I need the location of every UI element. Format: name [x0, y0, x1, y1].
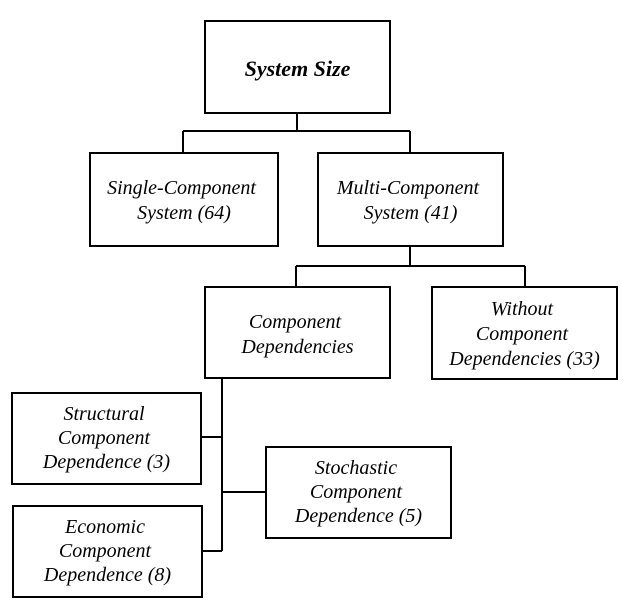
node-single-component-label: Single-Component System (64)	[107, 177, 261, 224]
node-multi-component: Multi-Component System (41)	[317, 152, 504, 247]
connectors	[182, 113, 526, 552]
node-component-dependencies: Component Dependencies	[204, 286, 391, 379]
node-single-component-box	[89, 152, 279, 247]
node-structural-label: Structural Component Dependence (3)	[42, 403, 170, 473]
node-without-dependencies: Without Component Dependencies (33)	[431, 286, 618, 380]
node-without-dependencies-line: Dependencies (33)	[448, 348, 600, 370]
node-economic-label: Economic Component Dependence (8)	[43, 516, 171, 586]
node-without-dependencies-label: Without Component Dependencies (33)	[448, 298, 600, 370]
node-component-dependencies-label: Component Dependencies	[240, 311, 353, 358]
node-root: System Size	[204, 20, 391, 114]
node-structural-line: Component	[58, 427, 151, 449]
node-root-label: System Size	[245, 56, 351, 81]
node-structural: Structural Component Dependence (3)	[11, 392, 202, 485]
node-stochastic-line: Dependence (5)	[294, 505, 422, 527]
node-stochastic-box	[265, 446, 452, 539]
node-root-box	[204, 20, 391, 114]
node-stochastic-line: Stochastic	[315, 457, 397, 479]
node-economic-line: Dependence (8)	[43, 564, 171, 586]
node-single-component: Single-Component System (64)	[89, 152, 279, 247]
node-structural-line: Dependence (3)	[42, 451, 170, 473]
node-economic-box	[12, 505, 203, 598]
node-without-dependencies-line: Component	[476, 323, 569, 345]
node-stochastic: Stochastic Component Dependence (5)	[265, 446, 452, 539]
node-economic: Economic Component Dependence (8)	[12, 505, 203, 598]
node-structural-box	[11, 392, 202, 485]
node-multi-component-line: Multi-Component	[336, 177, 480, 199]
node-economic-line: Component	[59, 540, 152, 562]
node-multi-component-line: System (41)	[364, 202, 458, 224]
node-multi-component-label: Multi-Component System (41)	[336, 177, 484, 224]
node-single-component-line: System (64)	[137, 202, 231, 224]
node-component-dependencies-box	[204, 286, 391, 379]
node-component-dependencies-line: Dependencies	[240, 336, 353, 358]
node-stochastic-line: Component	[310, 481, 403, 503]
node-without-dependencies-line: Without	[491, 298, 554, 320]
node-component-dependencies-line: Component	[249, 311, 342, 333]
node-single-component-line: Single-Component	[107, 177, 256, 199]
node-multi-component-box	[317, 152, 504, 247]
node-without-dependencies-box	[431, 286, 618, 380]
node-economic-line: Economic	[64, 516, 145, 538]
node-stochastic-label: Stochastic Component Dependence (5)	[294, 457, 422, 527]
node-root-line: System Size	[245, 56, 351, 81]
node-structural-line: Structural	[63, 403, 145, 425]
